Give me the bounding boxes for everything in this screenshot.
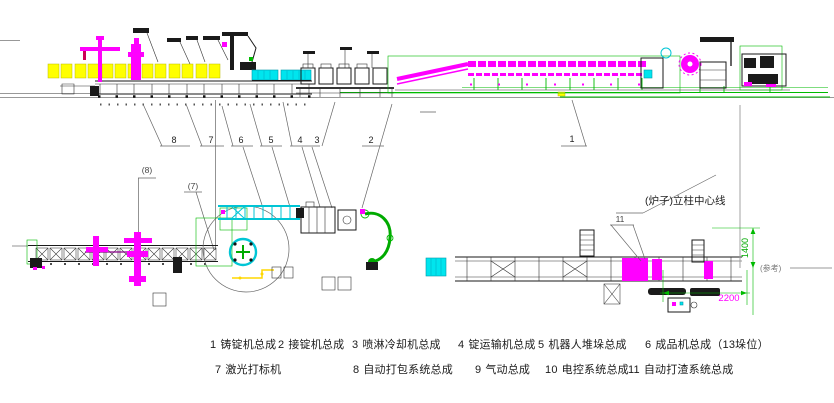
dim-1400: 1400	[740, 238, 750, 258]
legend-num: 9	[475, 364, 482, 376]
legend-label: 锭运输机总成	[468, 339, 536, 351]
callout-5: 5	[268, 135, 273, 145]
takeout-robot-arm	[360, 209, 447, 277]
legend-num: 7	[215, 364, 222, 376]
transfer-conveyor-elevation	[251, 69, 312, 81]
overhead-brackets	[133, 28, 734, 66]
legend-label: 自动打渣系统总成	[643, 364, 734, 376]
ref-square	[283, 266, 294, 279]
ingot-receiving-plan	[300, 201, 357, 234]
callout-8: 8	[171, 135, 176, 145]
callout-6: 6	[238, 135, 243, 145]
callout-2: 2	[368, 135, 373, 145]
legend-label: 接锭机总成	[288, 339, 345, 351]
top-elevation-view: 8 7 6 5 4 3 2 1	[0, 28, 834, 250]
plan-view: (8) (7)	[12, 105, 832, 315]
legend-num: 1	[210, 339, 217, 351]
callout-7: 7	[208, 135, 213, 145]
callout-3: 3	[314, 135, 319, 145]
legend-num: 5	[538, 339, 545, 351]
dim-2200: 2200	[718, 293, 739, 304]
legend-label: 喷淋冷却机总成	[362, 339, 441, 351]
robot-infeed-conveyor	[218, 205, 304, 220]
legend-label: 激光打标机	[225, 364, 282, 376]
legend-label: 电控系统总成	[561, 364, 629, 376]
ref-square	[321, 276, 336, 291]
legend-num: 8	[353, 364, 360, 376]
legend-label: 机器人堆垛总成	[548, 339, 627, 351]
callout-1: 1	[569, 134, 574, 144]
packing-conveyor	[60, 80, 312, 106]
legend-num: 10	[545, 364, 558, 376]
furnace-centerline-group: (炉子)立柱中心线	[616, 105, 741, 268]
legend-num: 3	[352, 339, 359, 351]
legend-label: 自动打包系统总成	[363, 364, 453, 376]
casting-machine-elevation	[387, 45, 790, 94]
legend-label: 成品机总成（13垛位）	[655, 339, 769, 351]
ref-square	[152, 292, 167, 307]
callout-4: 4	[297, 135, 302, 145]
reference-note: (参考)	[760, 263, 782, 273]
product-conveyor-plan	[455, 229, 742, 313]
legend-label: 铸锭机总成	[220, 339, 277, 351]
legend-num: 4	[458, 339, 465, 351]
chain-conveyor-plan	[12, 232, 218, 286]
spray-cooling-machine	[296, 47, 394, 97]
legend-num: 2	[278, 339, 285, 351]
laser-marking-gantry	[80, 36, 144, 82]
ref-square	[337, 276, 352, 291]
legend-num: 6	[645, 339, 652, 351]
plan-callout-7: (7)	[188, 181, 199, 191]
top-callouts: 8 7 6 5 4 3 2 1	[142, 99, 587, 250]
plan-callout-11: 11	[616, 214, 625, 224]
legend-label: 气动总成	[485, 364, 531, 376]
ref-square	[271, 266, 282, 279]
furnace-centerline-label: (炉子)立柱中心线	[645, 194, 726, 207]
legend-num: 11	[628, 364, 640, 376]
plan-callout-8: (8)	[142, 165, 153, 175]
plan-callout-11-group: 11	[610, 214, 646, 262]
stacking-robot-elevation	[222, 32, 257, 70]
dimensions: 1400 2200 (参考)	[660, 227, 832, 315]
